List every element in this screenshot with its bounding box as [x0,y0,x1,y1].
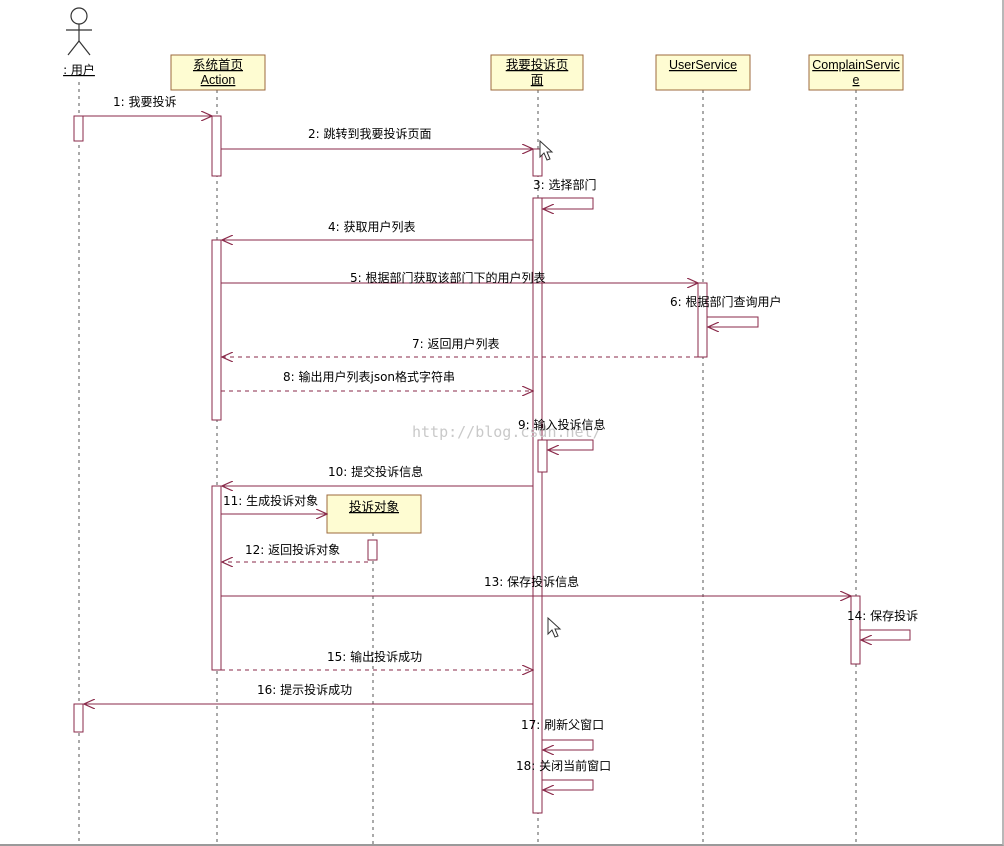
message-18-label: 18: 关闭当前窗口 [516,758,611,773]
message-9-label: 9: 输入投诉信息 [518,417,606,432]
stick-figure-actor-icon [70,7,88,25]
object-label-complainservice-1: ComplainServic [812,58,900,72]
message-10-label: 10: 提交投诉信息 [328,464,423,479]
message-15-label: 15: 输出投诉成功 [327,649,422,664]
watermark: http://blog.csdn.net/ [412,423,602,441]
message-7-label: 7: 返回用户列表 [412,336,500,351]
activation-user-1 [73,115,84,142]
message-14-arrow [860,629,911,640]
object-label-action-2: Action [201,73,236,87]
activation-complaint [367,539,378,561]
message-3-label: 3: 选择部门 [533,177,597,192]
message-16-label: 16: 提示投诉成功 [257,682,352,697]
message-labels: 1: 我要投诉 2: 跳转到我要投诉页面 3: 选择部门 4: 获取用户列表 5… [113,94,918,773]
object-label-page-1: 我要投诉页 [506,57,569,72]
mouse-cursors [539,139,562,638]
message-4-label: 4: 获取用户列表 [328,219,416,234]
object-box-page [490,54,584,91]
message-6-arrow [707,316,759,327]
message-17-label: 17: 刷新父窗口 [521,717,604,732]
object-box-complainservice [808,54,904,91]
activation-page-9 [537,439,548,473]
object-box-complaint [326,494,422,534]
message-6-label: 6: 根据部门查询用户 [670,294,782,309]
message-2-label: 2: 跳转到我要投诉页面 [308,126,432,141]
mouse-pointer-icon [539,139,554,161]
activation-page-1 [532,148,543,177]
message-5-label: 5: 根据部门获取该部门下的用户列表 [350,270,546,285]
lifelines [78,82,857,846]
message-11-label: 11: 生成投诉对象 [223,493,318,508]
object-box-action [170,54,266,91]
object-label-complainservice-2: e [853,73,860,87]
object-label-userservice: UserService [669,58,737,72]
message-13-label: 13: 保存投诉信息 [484,574,579,589]
message-8-label: 8: 输出用户列表json格式字符串 [283,369,455,384]
activation-userservice [697,282,708,358]
actor-label: : 用户 [63,62,95,77]
object-boxes [170,54,904,534]
activation-action-1 [211,115,222,177]
object-label-page-2: 面 [531,73,544,87]
activation-complainservice [850,595,861,665]
activation-action-3 [211,485,222,671]
object-label-complaint: 投诉对象 [349,499,399,514]
messages [83,116,911,790]
object-label-action-1: 系统首页 [193,58,243,72]
message-3-arrow [542,197,594,209]
message-17-arrow [542,739,594,750]
message-14-label: 14: 保存投诉 [847,608,918,623]
activation-action-2 [211,239,222,421]
mouse-pointer-icon [547,616,562,638]
message-9-arrow [542,439,594,450]
object-box-userservice [655,54,751,91]
message-1-label: 1: 我要投诉 [113,94,177,109]
actor-user [66,7,92,56]
message-18-arrow [542,779,594,790]
activation-user-2 [73,703,84,733]
message-12-label: 12: 返回投诉对象 [245,542,340,557]
activation-page-main [532,197,543,814]
activations [73,115,861,814]
